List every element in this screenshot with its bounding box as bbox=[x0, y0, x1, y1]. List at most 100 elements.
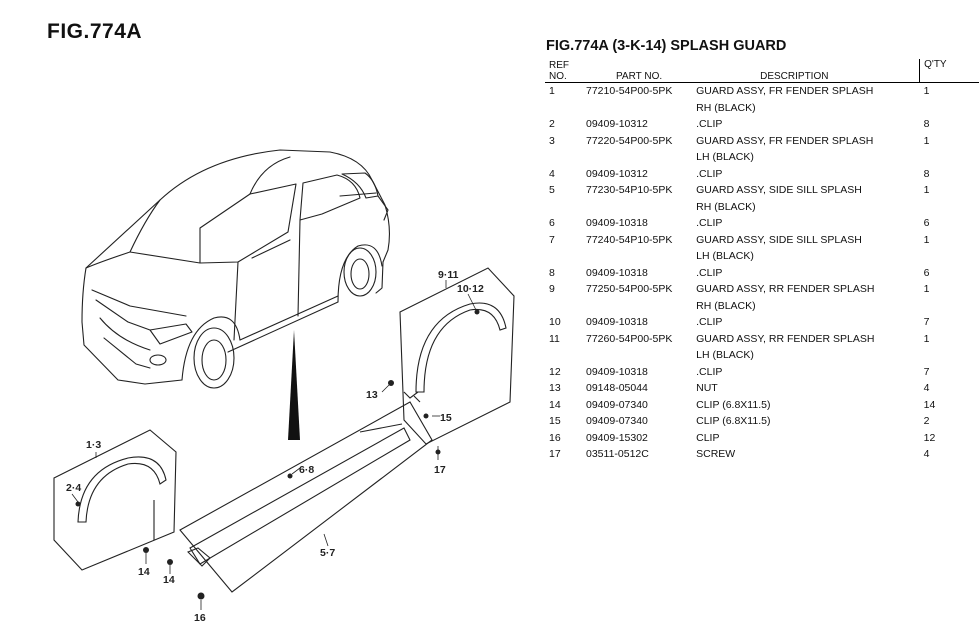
table-row: 3 77220-54P00-5PK GUARD ASSY, FR FENDER SP… bbox=[545, 133, 979, 166]
callout-16: 16 bbox=[194, 612, 206, 624]
table-title: FIG.774A (3-K-14) SPLASH GUARD bbox=[546, 38, 787, 54]
header-qty: Q'TY bbox=[919, 59, 979, 83]
cell-description: GUARD ASSY, SIDE SILL SPLASH RH (BLACK) bbox=[696, 182, 920, 215]
header-part-no: PART NO. bbox=[586, 59, 697, 83]
description-line: .CLIP bbox=[696, 316, 723, 328]
cell-ref-no: 5 bbox=[549, 184, 555, 196]
cell-qty: 1 bbox=[923, 85, 930, 97]
cell-ref-no: 4 bbox=[549, 167, 555, 180]
side-sill-guard-drawing bbox=[179, 401, 433, 593]
cell-description: .CLIP bbox=[696, 215, 920, 232]
callout-2-4: 2·4 bbox=[66, 482, 81, 494]
cell-description: NUT bbox=[696, 380, 920, 397]
header-ref-no: REF NO. bbox=[545, 59, 586, 83]
cell-part-no: 09409-10312 bbox=[586, 118, 648, 130]
description-line: SCREW bbox=[696, 448, 736, 460]
parts-illustration: 9·11 10·12 13 15 17 6·8 5·7 1·3 2·4 14 1… bbox=[53, 149, 515, 624]
description-line: CLIP bbox=[696, 431, 720, 444]
description-line: .CLIP bbox=[696, 167, 723, 180]
cell-part-no: 09409-10318 bbox=[586, 266, 648, 279]
cell-description: .CLIP bbox=[696, 116, 920, 133]
cell-qty: 8 bbox=[923, 167, 930, 180]
cell-ref-no: 3 bbox=[549, 134, 555, 147]
description-line: RH (BLACK) bbox=[696, 200, 756, 213]
callout-5-7: 5·7 bbox=[320, 547, 335, 559]
cell-ref-no: 12 bbox=[549, 365, 561, 378]
cell-ref-no: 6 bbox=[549, 217, 555, 229]
cell-qty: 1 bbox=[923, 283, 930, 295]
description-line: .CLIP bbox=[696, 266, 723, 279]
cell-part-no: 09409-07340 bbox=[586, 398, 648, 411]
description-line: .CLIP bbox=[696, 365, 723, 378]
cell-part-no: 09409-10318 bbox=[586, 217, 648, 229]
cell-ref-no: 9 bbox=[549, 283, 555, 295]
cell-description: CLIP bbox=[696, 430, 920, 447]
description-line: CLIP (6.8X11.5) bbox=[696, 398, 771, 411]
cell-part-no: 09148-05044 bbox=[586, 382, 648, 394]
pointer-arrow bbox=[288, 330, 300, 440]
description-line: CLIP (6.8X11.5) bbox=[696, 415, 771, 427]
callout-14-a: 14 bbox=[138, 566, 150, 578]
cell-qty: 12 bbox=[923, 431, 936, 444]
cell-part-no: 77240-54P10-5PK bbox=[586, 233, 673, 246]
front-fender-guard-drawing bbox=[53, 429, 177, 571]
description-line: RH (BLACK) bbox=[696, 101, 756, 114]
cell-qty: 2 bbox=[923, 415, 930, 427]
cell-qty: 14 bbox=[923, 398, 936, 411]
cell-qty: 1 bbox=[923, 184, 930, 196]
description-line: GUARD ASSY, SIDE SILL SPLASH bbox=[696, 184, 862, 196]
cell-ref-no: 17 bbox=[549, 448, 561, 460]
cell-part-no: 77260-54P00-5PK bbox=[586, 332, 673, 345]
description-line: GUARD ASSY, FR FENDER SPLASH bbox=[696, 85, 874, 97]
callout-17: 17 bbox=[434, 464, 446, 476]
callout-10-12: 10·12 bbox=[457, 283, 484, 295]
cell-ref-no: 11 bbox=[549, 332, 560, 345]
description-line: GUARD ASSY, RR FENDER SPLASH bbox=[696, 332, 875, 345]
description-line: NUT bbox=[696, 382, 718, 394]
cell-ref-no: 7 bbox=[549, 233, 555, 246]
cell-qty: 7 bbox=[923, 365, 930, 378]
table-header-row: REF NO. PART NO. DESCRIPTION Q'TY bbox=[545, 59, 979, 83]
cell-description: SCREW bbox=[696, 446, 920, 463]
cell-description: .CLIP bbox=[696, 314, 920, 331]
cell-qty: 6 bbox=[923, 217, 930, 229]
cell-part-no: 03511-0512C bbox=[586, 448, 649, 460]
cell-part-no: 77220-54P00-5PK bbox=[586, 134, 673, 147]
table-row: 1 77210-54P00-5PK GUARD ASSY, FR FENDER SP… bbox=[545, 83, 979, 117]
callout-6-8: 6·8 bbox=[299, 464, 314, 476]
cell-ref-no: 13 bbox=[549, 382, 561, 394]
description-line: LH (BLACK) bbox=[696, 250, 754, 262]
description-line: RH (BLACK) bbox=[696, 299, 756, 312]
cell-description: GUARD ASSY, FR FENDER SPLASH RH (BLACK) bbox=[696, 83, 920, 117]
callout-1-3: 1·3 bbox=[86, 439, 101, 451]
cell-part-no: 77250-54P00-5PK bbox=[586, 283, 673, 295]
cell-qty: 1 bbox=[923, 233, 930, 246]
header-description: DESCRIPTION bbox=[696, 59, 920, 83]
cell-qty: 1 bbox=[923, 134, 930, 147]
cell-description: .CLIP bbox=[696, 364, 920, 381]
cell-description: CLIP (6.8X11.5) bbox=[696, 413, 920, 430]
cell-part-no: 77210-54P00-5PK bbox=[586, 85, 673, 97]
cell-qty: 6 bbox=[923, 266, 930, 279]
cell-ref-no: 2 bbox=[549, 118, 555, 130]
callout-9-11: 9·11 bbox=[438, 269, 459, 281]
cell-description: .CLIP bbox=[696, 265, 920, 282]
cell-part-no: 09409-15302 bbox=[586, 431, 648, 444]
